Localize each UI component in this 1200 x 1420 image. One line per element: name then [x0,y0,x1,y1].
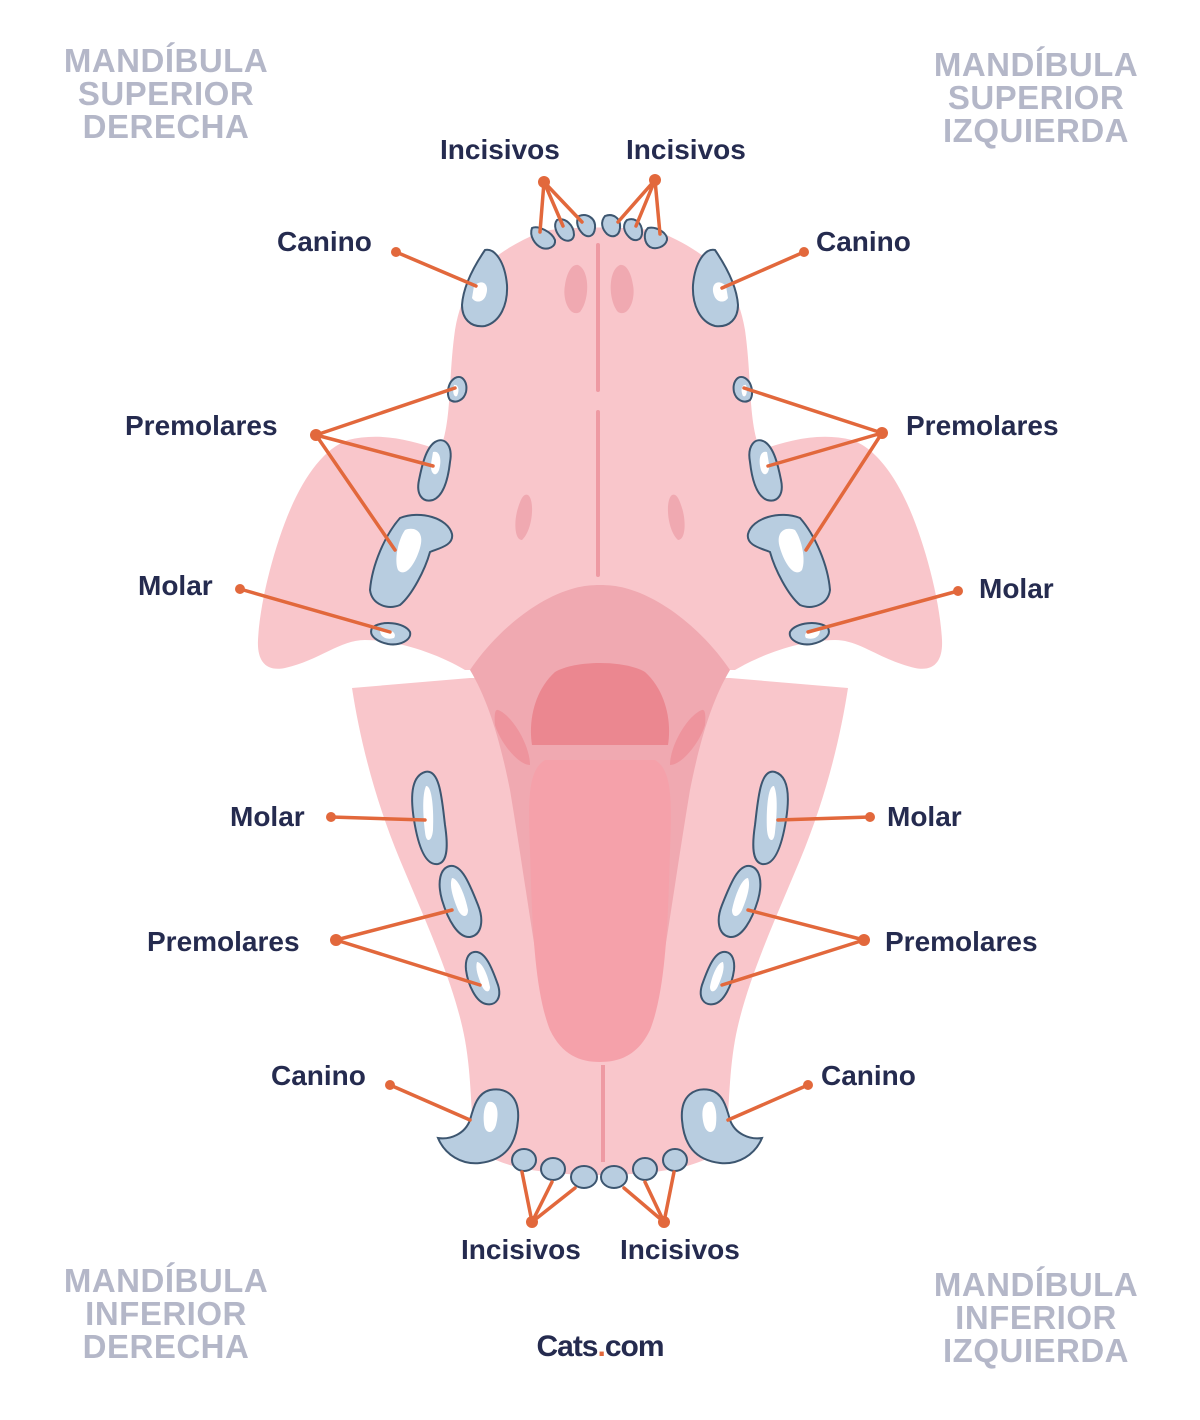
upper-incisor-2 [554,218,576,242]
lower-incisor-2 [540,1157,566,1181]
label-lower-molar-right: Molar [230,801,305,832]
label-upper-premolars-left: Premolares [906,410,1059,441]
lower-incisor-3 [570,1165,598,1189]
quadrant-line: DERECHA [82,1328,250,1365]
tongue [529,760,671,1062]
quadrant-line: INFERIOR [955,1299,1117,1336]
quadrant-line: SUPERIOR [947,79,1125,116]
quadrant-upper-right: MANDÍBULA SUPERIOR DERECHA [16,44,316,143]
label-lower-premolars-left: Premolares [885,926,1038,957]
quadrant-line: MANDÍBULA [63,42,269,79]
upper-incisor-1 [530,226,557,250]
lower-incisor-5 [632,1157,658,1181]
palatine-fissure-right [564,264,588,314]
label-lower-canine-right: Canino [271,1060,366,1091]
upper-tooth-highlights [380,282,820,639]
leader-lines [238,178,960,1224]
brand-tld: com [604,1330,665,1363]
quadrant-line: IZQUIERDA [943,112,1129,149]
label-lower-incisors-left: Incisivos [620,1234,740,1265]
palatine-fissure-left [610,264,634,314]
leader-dots [235,174,963,1228]
label-upper-molar-left: Molar [979,573,1054,604]
quadrant-lower-right: MANDÍBULA INFERIOR DERECHA [16,1264,316,1363]
quadrant-line: SUPERIOR [77,75,255,112]
brand-name: Cats [536,1330,598,1363]
quadrant-upper-left: MANDÍBULA SUPERIOR IZQUIERDA [886,48,1186,147]
quadrant-line: MANDÍBULA [933,1266,1139,1303]
quadrant-line: MANDÍBULA [933,46,1139,83]
label-upper-molar-right: Molar [138,570,213,601]
lower-teeth [411,770,789,1189]
quadrant-lower-left: MANDÍBULA INFERIOR IZQUIERDA [886,1268,1186,1367]
upper-incisor-6 [643,226,668,250]
quadrant-line: INFERIOR [85,1295,247,1332]
label-lower-incisors-right: Incisivos [461,1234,581,1265]
quadrant-line: MANDÍBULA [63,1262,269,1299]
lower-incisor-4 [600,1165,628,1189]
lower-tooth-highlights [423,785,777,1133]
lower-incisor-6 [662,1148,688,1172]
palatine-foramen-right [515,494,533,540]
label-upper-premolars-right: Premolares [125,410,278,441]
palatine-foramen-left [667,494,685,540]
label-upper-canine-left: Canino [816,226,911,257]
lower-incisor-1 [511,1148,537,1172]
label-upper-incisors-right: Incisivos [440,134,560,165]
label-lower-premolars-right: Premolares [147,926,300,957]
tonsil-left [670,709,706,765]
soft-palate [530,663,670,745]
tonsil-right [494,709,530,765]
label-upper-incisors-left: Incisivos [626,134,746,165]
label-lower-molar-left: Molar [887,801,962,832]
quadrant-line: IZQUIERDA [943,1332,1129,1369]
label-upper-canine-right: Canino [277,226,372,257]
quadrant-line: DERECHA [82,108,250,145]
brand-logo: Cats.com [500,1330,700,1364]
lower-canine-right [436,1088,520,1165]
lower-canine-left [680,1088,764,1165]
label-lower-canine-left: Canino [821,1060,916,1091]
brand-dot: . [597,1330,606,1363]
upper-incisor-4 [601,214,622,238]
